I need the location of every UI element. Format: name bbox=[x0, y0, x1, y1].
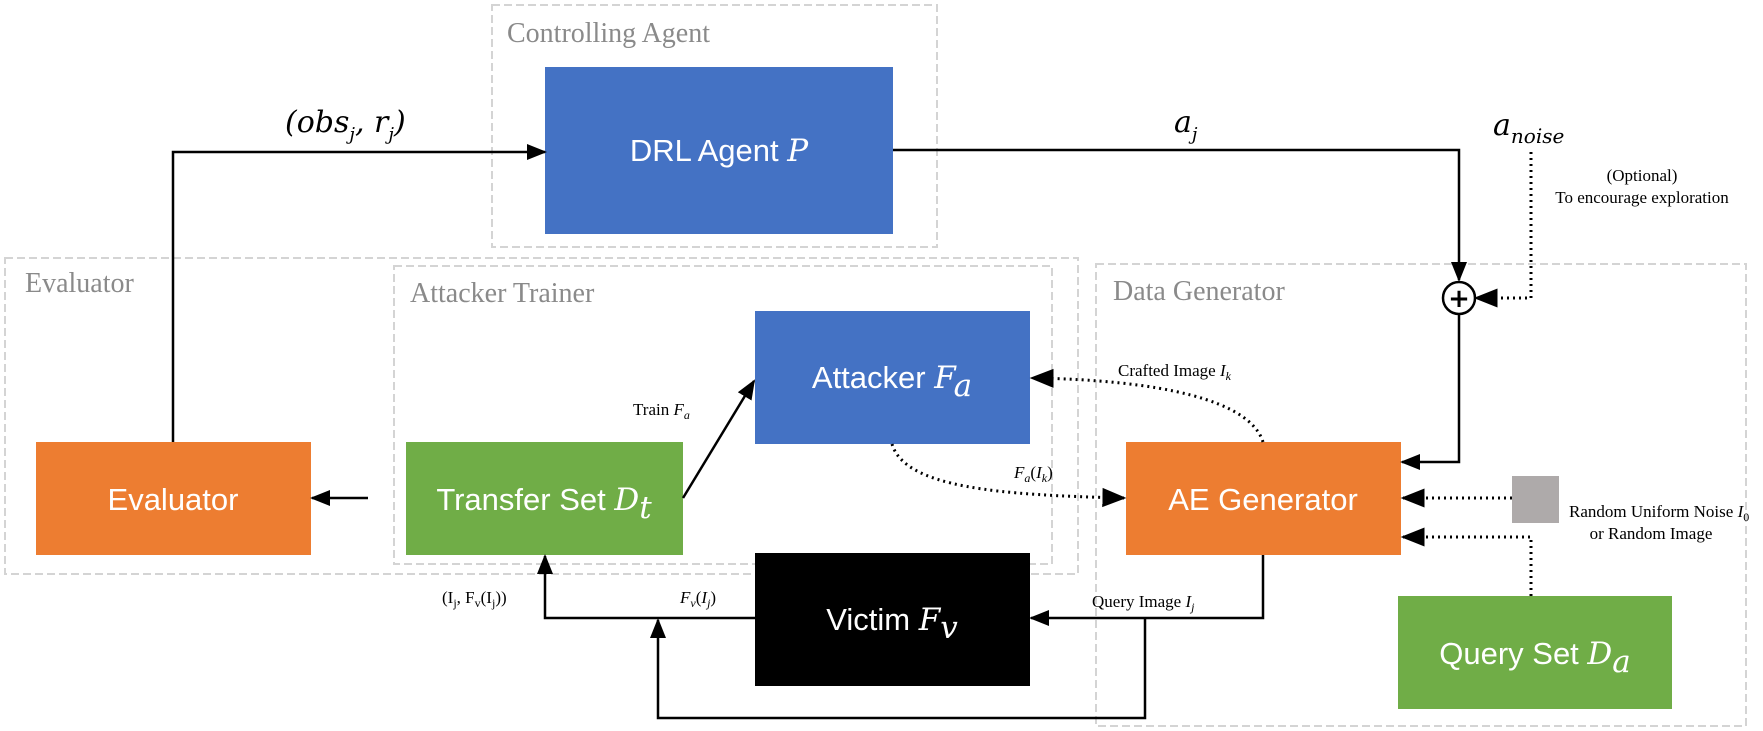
transfer-pair-label: (Ij, Fv(Ij)) bbox=[442, 588, 507, 610]
obs-reward-label: (obsj, rj) bbox=[285, 105, 406, 145]
victim-to-transfer-arrow bbox=[537, 554, 755, 620]
evaluator-group bbox=[4, 257, 1079, 575]
drl-agent-label: DRL Agent P bbox=[630, 133, 809, 169]
query-to-victim-arrow bbox=[1029, 555, 1265, 626]
query-set-label: Query Set Da bbox=[1439, 636, 1631, 680]
attacker-trainer-group bbox=[393, 265, 1053, 565]
attacker-output-arrow bbox=[890, 443, 1127, 508]
drl-agent-box bbox=[545, 67, 893, 234]
noise-to-sum-arrow bbox=[1473, 152, 1533, 308]
evaluator-group-label: Evaluator bbox=[25, 268, 135, 299]
transfer-set-box bbox=[406, 442, 683, 555]
query-set-to-ae-arrow bbox=[1400, 527, 1533, 596]
ae-generator-label: AE Generator bbox=[1168, 482, 1358, 517]
sum-symbol: + bbox=[1448, 284, 1470, 314]
query-set-box bbox=[1398, 596, 1672, 709]
sum-to-ae-arrow bbox=[1400, 314, 1461, 470]
data-generator-group bbox=[1095, 263, 1747, 727]
agent-to-sum-arrow bbox=[893, 148, 1467, 282]
fa-ik-label: Fa(Ik) bbox=[1013, 463, 1053, 485]
crafted-image-label: Crafted Image Ik bbox=[1118, 361, 1232, 383]
random-noise-line2: or Random Image bbox=[1590, 524, 1713, 543]
evaluator-to-agent-arrow bbox=[171, 144, 547, 442]
action-label: aj bbox=[1174, 105, 1198, 145]
ae-generator-box bbox=[1126, 442, 1401, 555]
transfer-set-label: Transfer Set Dt bbox=[436, 482, 652, 526]
optional-note-line2: To encourage exploration bbox=[1555, 188, 1729, 207]
noise-action-label: anoise bbox=[1493, 108, 1564, 148]
query-image-label: Query Image Ij bbox=[1092, 592, 1195, 614]
query-loop-arrow bbox=[650, 618, 1147, 720]
data-generator-label: Data Generator bbox=[1113, 276, 1285, 307]
noise-square bbox=[1512, 476, 1559, 523]
evaluator-box bbox=[36, 442, 311, 555]
optional-note-line1: (Optional) bbox=[1607, 166, 1678, 185]
train-attacker-arrow bbox=[681, 379, 756, 499]
random-noise-line1: Random Uniform Noise I0 bbox=[1569, 502, 1749, 524]
train-fa-label: Train Fa bbox=[633, 400, 690, 422]
controlling-agent-label: Controlling Agent bbox=[507, 18, 710, 49]
attacker-trainer-label: Attacker Trainer bbox=[410, 278, 595, 309]
controlling-agent-group bbox=[491, 4, 938, 248]
victim-box bbox=[755, 553, 1030, 686]
victim-label: Victim Fv bbox=[826, 602, 958, 646]
fv-ij-label: Fv(Ij) bbox=[679, 588, 716, 610]
crafted-image-arrow bbox=[1029, 368, 1265, 443]
attacker-box bbox=[755, 311, 1030, 444]
evaluator-label: Evaluator bbox=[108, 482, 239, 517]
attacker-label: Attacker Fa bbox=[812, 360, 972, 404]
